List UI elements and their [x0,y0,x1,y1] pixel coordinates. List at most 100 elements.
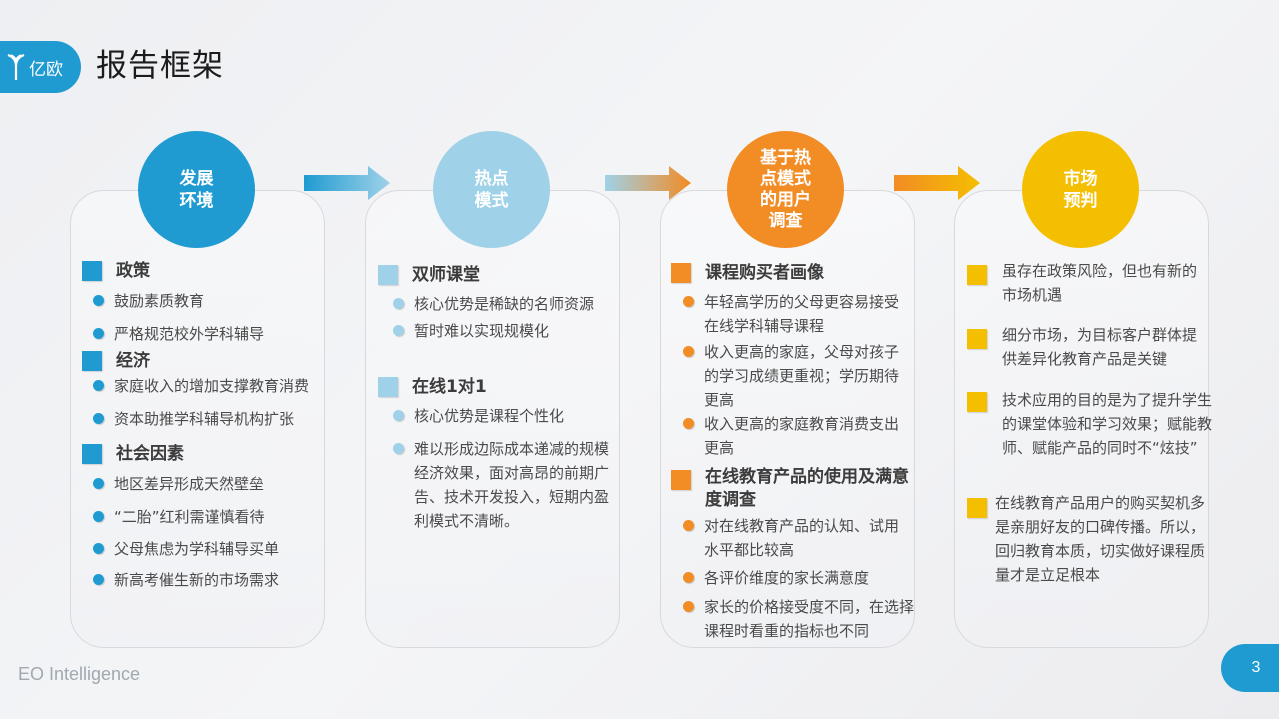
section-title: 在线教育产品的使用及满意度调查 [705,467,909,510]
dot-bullet-icon [93,511,104,522]
list-item: 技术应用的目的是为了提升学生的课堂体验和学习效果；赋能教师、赋能产品的同时不“炫… [967,388,1212,460]
bullet-text: 核心优势是稀缺的名师资源 [414,295,595,313]
list-item: 细分市场，为目标客户群体提供差异化教育产品是关键 [967,323,1207,371]
list-item: 核心优势是课程个性化 [393,404,618,428]
section-one-on-one: 在线1对1 [378,376,487,399]
circle-development-environment: 发展 环境 [138,131,255,248]
dot-bullet-icon [393,410,404,421]
square-bullet-icon [967,392,987,412]
bullet-text: 各评价维度的家长满意度 [704,569,870,587]
section-social-factors: 社会因素 [82,443,184,466]
bullet-text: 严格规范校外学科辅导 [114,325,265,343]
circle-user-survey: 基于热 点模式 的用户 调查 [727,131,844,248]
bullet-text: 家庭收入的增加支撑教育消费 [114,377,310,395]
item-text: 在线教育产品用户的购买契机多是亲朋好友的口碑传播。所以，回归教育本质，切实做好课… [995,494,1206,584]
square-bullet-icon [378,265,398,285]
logo: 亿欧 [0,41,81,93]
card-market-forecast [954,190,1209,648]
square-bullet-icon [82,261,102,281]
section-usage-satisfaction: 在线教育产品的使用及满意度调查 [671,466,911,512]
dot-bullet-icon [93,413,104,424]
square-bullet-icon [378,377,398,397]
square-bullet-icon [671,263,691,283]
footer-brand: EO Intelligence [18,664,141,684]
list-item: 资本助推学科辅导机构扩张 [93,407,333,431]
list-item: 地区差异形成天然壁垒 [93,472,333,496]
dot-bullet-icon [683,520,694,531]
list-item: 难以形成边际成本递减的规模经济效果，面对高昂的前期广告、技术开发投入，短期内盈利… [393,437,623,533]
bullet-text: 地区差异形成天然壁垒 [114,475,265,493]
arrow-right-icon [304,166,390,200]
logo-text: 亿欧 [29,59,63,80]
item-text: 技术应用的目的是为了提升学生的课堂体验和学习效果；赋能教师、赋能产品的同时不“炫… [1002,391,1213,457]
section-title: 经济 [116,351,150,371]
bullet-text: 对在线教育产品的认知、试用水平都比较高 [704,517,900,559]
section-title: 社会因素 [116,444,184,464]
bullet-text: 难以形成边际成本递减的规模经济效果，面对高昂的前期广告、技术开发投入，短期内盈利… [414,440,610,530]
circle-hot-models: 热点 模式 [433,131,550,248]
section-dual-teacher: 双师课堂 [378,264,480,287]
dot-bullet-icon [393,325,404,336]
page-title: 报告框架 [96,48,224,84]
dot-bullet-icon [683,418,694,429]
page-number: 3 [1221,644,1279,692]
dot-bullet-icon [93,478,104,489]
bullet-text: 核心优势是课程个性化 [414,407,565,425]
section-economy: 经济 [82,350,150,373]
dot-bullet-icon [393,443,404,454]
list-item: 各评价维度的家长满意度 [683,566,911,590]
list-item: 收入更高的家庭，父母对孩子的学习成绩更重视；学历期待更高 [683,340,911,412]
list-item: 暂时难以实现规模化 [393,319,618,343]
dot-bullet-icon [683,346,694,357]
square-bullet-icon [967,498,987,518]
section-title: 课程购买者画像 [705,263,824,283]
square-bullet-icon [671,470,691,490]
list-item: 在线教育产品用户的购买契机多是亲朋好友的口碑传播。所以，回归教育本质，切实做好课… [967,491,1207,587]
list-item: 父母焦虑为学科辅导买单 [93,537,333,561]
section-buyer-profile: 课程购买者画像 [671,262,824,285]
list-item: 家长的价格接受度不同，在选择课程时看重的指标也不同 [683,595,915,643]
list-item: 新高考催生新的市场需求 [93,568,333,592]
list-item: 虽存在政策风险，但也有新的市场机遇 [967,259,1207,307]
section-title: 在线1对1 [412,377,487,397]
square-bullet-icon [967,329,987,349]
square-bullet-icon [82,351,102,371]
square-bullet-icon [82,444,102,464]
bullet-text: 家长的价格接受度不同，在选择课程时看重的指标也不同 [704,598,915,640]
bullet-text: 收入更高的家庭教育消费支出更高 [704,415,900,457]
bullet-text: 新高考催生新的市场需求 [114,571,280,589]
card-user-survey [660,190,915,648]
bullet-text: 资本助推学科辅导机构扩张 [114,410,295,428]
list-item: 年轻高学历的父母更容易接受在线学科辅导课程 [683,290,911,338]
list-item: 收入更高的家庭教育消费支出更高 [683,412,911,460]
bullet-text: 暂时难以实现规模化 [414,322,550,340]
dot-bullet-icon [683,572,694,583]
list-item: 严格规范校外学科辅导 [93,322,328,346]
dot-bullet-icon [683,601,694,612]
section-title: 双师课堂 [412,265,480,285]
item-text: 细分市场，为目标客户群体提供差异化教育产品是关键 [1002,326,1198,368]
dot-bullet-icon [93,543,104,554]
bullet-text: 收入更高的家庭，父母对孩子的学习成绩更重视；学历期待更高 [704,343,900,409]
list-item: 核心优势是稀缺的名师资源 [393,292,618,316]
dot-bullet-icon [93,574,104,585]
dot-bullet-icon [93,328,104,339]
dot-bullet-icon [393,298,404,309]
list-item: 鼓励素质教育 [93,289,328,313]
dot-bullet-icon [93,295,104,306]
yiou-logo-icon [7,53,25,80]
bullet-text: “二胎”红利需谨慎看待 [114,508,265,526]
dot-bullet-icon [93,380,104,391]
arrow-right-icon [894,166,980,200]
list-item: “二胎”红利需谨慎看待 [93,505,333,529]
section-title: 政策 [116,261,150,281]
bullet-text: 年轻高学历的父母更容易接受在线学科辅导课程 [704,293,900,335]
dot-bullet-icon [683,296,694,307]
bullet-text: 父母焦虑为学科辅导买单 [114,540,280,558]
arrow-right-icon [605,166,691,200]
item-text: 虽存在政策风险，但也有新的市场机遇 [1002,262,1198,304]
card-hot-models [365,190,620,648]
square-bullet-icon [967,265,987,285]
bullet-text: 鼓励素质教育 [114,292,205,310]
section-policy: 政策 [82,260,150,283]
